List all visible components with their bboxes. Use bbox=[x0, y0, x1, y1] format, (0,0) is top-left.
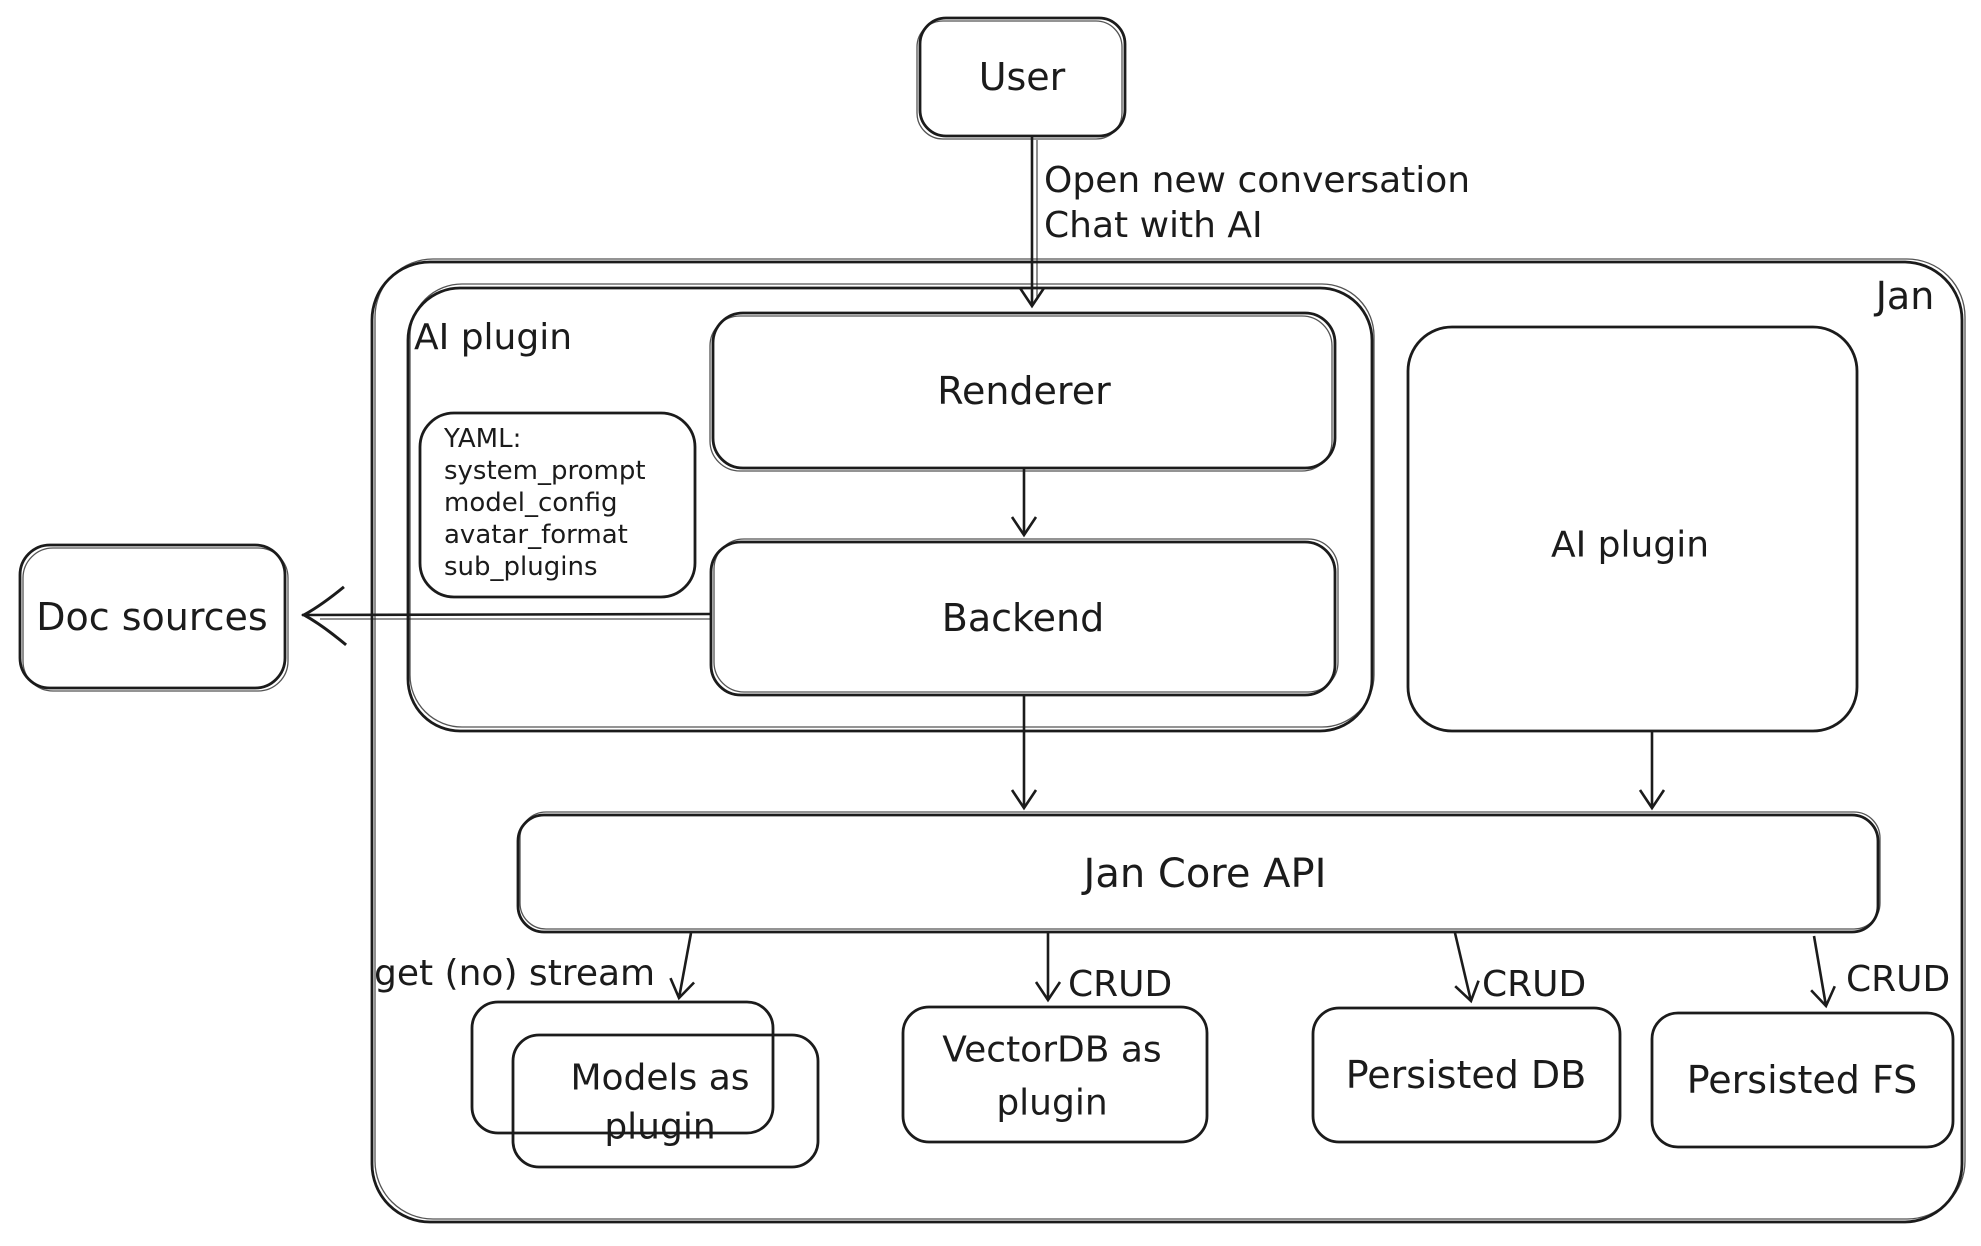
node-user: User bbox=[916, 16, 1127, 140]
node-doc-sources: Doc sources bbox=[18, 543, 289, 692]
doc-sources-label: Doc sources bbox=[36, 595, 267, 639]
persisted-fs-box bbox=[1650, 1011, 1955, 1149]
node-persisted-db: Persisted DB bbox=[1311, 1006, 1622, 1144]
jan-container-border-sketch bbox=[374, 258, 1966, 1220]
vectordb-label-line-1: VectorDB as bbox=[942, 1030, 1161, 1071]
edge-backend-to-doc-sources bbox=[300, 585, 712, 647]
renderer-box bbox=[711, 311, 1337, 470]
node-ai-plugin-right: AI plugin bbox=[1406, 325, 1859, 733]
models-arrow bbox=[669, 932, 696, 1001]
doc-sources-arrow bbox=[300, 585, 712, 647]
edge-label-crud-fs: CRUD bbox=[1846, 959, 1950, 1000]
ai-plugin-left-box-sketch bbox=[409, 283, 1375, 728]
models-label-line-2: plugin bbox=[604, 1107, 715, 1148]
user-box-sketch bbox=[916, 20, 1123, 140]
edge-label-chat-with-ai: Chat with AI bbox=[1044, 205, 1263, 246]
models-box-back bbox=[470, 1000, 775, 1135]
edge-label-get-no-stream: get (no) stream bbox=[374, 953, 655, 994]
user-label: User bbox=[979, 55, 1066, 99]
jan-label: Jan bbox=[1874, 274, 1935, 318]
edge-user-to-renderer: Open new conversation Chat with AI bbox=[1018, 137, 1470, 309]
yaml-note-box bbox=[418, 411, 697, 599]
renderer-label: Renderer bbox=[937, 369, 1111, 413]
node-ai-plugin-left: AI plugin bbox=[406, 283, 1375, 733]
yaml-note-line-4: avatar_format bbox=[444, 520, 628, 550]
ai-plugin-left-label: AI plugin bbox=[414, 317, 572, 358]
ai-plugin-left-box bbox=[406, 286, 1374, 733]
user-box bbox=[918, 16, 1127, 138]
models-box-front bbox=[511, 1033, 820, 1169]
edge-core-to-persisted-fs: CRUD bbox=[1810, 935, 1950, 1009]
jan-core-api-box-sketch bbox=[519, 811, 1881, 930]
jan-core-api-label: Jan Core API bbox=[1081, 851, 1327, 897]
yaml-note-line-2: system_prompt bbox=[444, 456, 646, 486]
vectordb-label-line-2: plugin bbox=[996, 1083, 1107, 1124]
persisted-fs-arrow bbox=[1810, 935, 1836, 1009]
edge-label-crud-vectordb: CRUD bbox=[1068, 964, 1172, 1005]
edge-label-crud-db: CRUD bbox=[1482, 964, 1586, 1005]
backend-label: Backend bbox=[942, 596, 1104, 640]
backend-box-sketch bbox=[713, 538, 1339, 693]
ai-plugin-right-label: AI plugin bbox=[1551, 525, 1709, 566]
node-renderer: Renderer bbox=[709, 311, 1337, 472]
ai-plugin-right-box bbox=[1406, 325, 1859, 733]
edge-core-to-persisted-db: CRUD bbox=[1453, 932, 1586, 1005]
jan-container-border bbox=[370, 260, 1964, 1224]
edge-core-to-vectordb: CRUD bbox=[1034, 933, 1172, 1005]
persisted-fs-label: Persisted FS bbox=[1687, 1058, 1918, 1102]
node-jan-container: Jan bbox=[370, 258, 1966, 1224]
models-label-line-1: Models as bbox=[570, 1058, 749, 1099]
node-vectordb-as-plugin: VectorDB as plugin bbox=[901, 1005, 1209, 1144]
vectordb-box bbox=[901, 1005, 1209, 1144]
yaml-note-line-3: model_config bbox=[444, 488, 618, 518]
node-yaml-note: YAML: system_prompt model_config avatar_… bbox=[418, 411, 697, 599]
renderer-box-sketch bbox=[709, 315, 1333, 472]
edge-core-to-models: get (no) stream bbox=[374, 932, 696, 1001]
edge-label-open-conversation: Open new conversation bbox=[1044, 160, 1470, 201]
node-models-as-plugin: Models as plugin bbox=[470, 1000, 820, 1169]
yaml-note-line-5: sub_plugins bbox=[444, 552, 598, 582]
node-persisted-fs: Persisted FS bbox=[1650, 1011, 1955, 1149]
yaml-note-line-1: YAML: bbox=[443, 424, 521, 454]
persisted-db-arrow bbox=[1453, 932, 1480, 1004]
persisted-db-box bbox=[1311, 1006, 1622, 1144]
node-backend: Backend bbox=[709, 538, 1339, 697]
doc-sources-box bbox=[18, 543, 287, 690]
jan-core-api-box bbox=[516, 813, 1880, 934]
persisted-db-label: Persisted DB bbox=[1346, 1053, 1587, 1097]
node-jan-core-api: Jan Core API bbox=[516, 811, 1881, 934]
doc-sources-box-sketch bbox=[22, 547, 289, 692]
